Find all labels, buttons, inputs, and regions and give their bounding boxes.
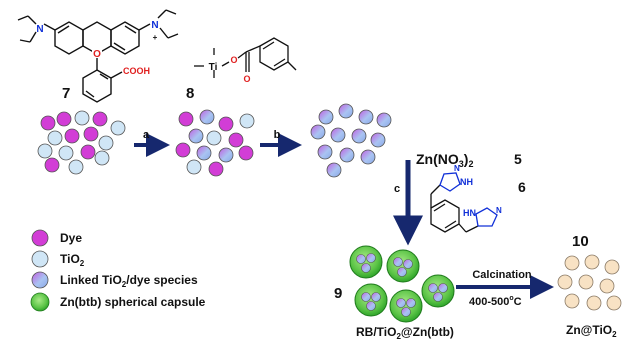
linked-particle xyxy=(376,112,392,128)
step-a-label: a xyxy=(143,129,150,141)
linker-carbonyl-oxygen-label: O xyxy=(243,74,250,84)
capsule-product-label: RB/TiO2@Zn(btb) xyxy=(356,325,454,341)
rhodamine-structure xyxy=(17,9,179,103)
legend-dye-label: Dye xyxy=(60,231,82,245)
tetrazole-hn-label: HN xyxy=(463,208,476,218)
dye-particle xyxy=(218,116,234,132)
dye-particle xyxy=(64,128,80,144)
capsule xyxy=(389,289,423,323)
tio2-particle xyxy=(110,120,126,136)
linked-particle xyxy=(351,128,367,144)
linked-particle xyxy=(188,128,204,144)
tio2-particle xyxy=(206,130,222,146)
linked-particle xyxy=(326,162,342,178)
linked-particle xyxy=(317,144,333,160)
dye-particle xyxy=(238,145,254,161)
compound-6-number: 6 xyxy=(518,179,526,195)
dye-particle xyxy=(56,111,72,127)
tio2-particle xyxy=(58,145,74,161)
legend: Dye TiO2 Linked TiO2/dye species Zn(btb)… xyxy=(30,229,206,312)
left-amine-label: N xyxy=(36,24,43,35)
step-b-label: b xyxy=(274,129,281,141)
particle-cluster-after-a xyxy=(175,109,255,177)
calcination-label: Calcination xyxy=(472,269,532,281)
titanium-linker-structure xyxy=(194,37,297,78)
tio2-particle xyxy=(98,135,114,151)
tio2-particle xyxy=(239,113,255,129)
dye-particle xyxy=(92,111,108,127)
legend-linked-label: Linked TiO2/dye species xyxy=(60,273,198,289)
tetrazole-n2-label: N xyxy=(496,206,502,215)
zn-tio2-particle xyxy=(578,274,594,290)
calcination-temperature: 400-500oC xyxy=(469,295,522,308)
legend-tio2-label: TiO2 xyxy=(60,252,85,268)
iminium-charge-label: + xyxy=(153,33,158,42)
zinc-nitrate-label: Zn(NO3)2 xyxy=(416,151,473,169)
dye-particle xyxy=(178,111,194,127)
dye-particle xyxy=(40,115,56,131)
final-product-label: Zn@TiO2 xyxy=(566,323,617,339)
zn-tio2-particle xyxy=(604,259,620,275)
dye-particle xyxy=(175,142,191,158)
zn-tio2-particle xyxy=(606,295,622,311)
zn-tio2-particle xyxy=(586,295,602,311)
legend-capsule-label: Zn(btb) spherical capsule xyxy=(60,295,206,309)
zn-tio2-particle xyxy=(557,274,573,290)
linked-particle xyxy=(358,109,374,125)
linked-particle xyxy=(360,149,376,165)
tio2-particle xyxy=(37,143,53,159)
linked-particle xyxy=(218,147,234,163)
compound-10-number: 10 xyxy=(572,233,589,250)
linked-particle xyxy=(310,124,326,140)
linked-particle xyxy=(370,132,386,148)
step-c-label: c xyxy=(394,183,400,195)
linker-oxygen-label: O xyxy=(230,55,237,65)
zn-tio2-particle xyxy=(564,293,580,309)
titanium-label: Ti xyxy=(209,62,218,73)
capsule xyxy=(354,283,388,317)
tetrazole-nh-label: NH xyxy=(460,177,473,187)
legend-capsule-swatch xyxy=(30,292,50,312)
dye-particle xyxy=(80,144,96,160)
particle-cluster-after-b xyxy=(310,103,392,178)
ring-oxygen-mask xyxy=(92,47,102,58)
carboxylic-acid-label: COOH xyxy=(123,66,150,76)
capsule xyxy=(421,274,455,308)
dye-particle xyxy=(228,132,244,148)
linked-particle xyxy=(330,127,346,143)
zn-tio2-particle xyxy=(584,254,600,270)
capsule-cluster xyxy=(349,245,455,323)
ring-oxygen-label: O xyxy=(93,49,101,60)
compound-8-number: 8 xyxy=(186,85,194,102)
compound-9-number: 9 xyxy=(334,285,342,302)
compound-5-number: 5 xyxy=(514,151,522,167)
zn-tio2-particles xyxy=(557,254,622,311)
legend-tio2-swatch xyxy=(31,250,49,268)
dye-particle xyxy=(83,126,99,142)
particle-cluster-initial xyxy=(37,110,126,175)
linked-particle xyxy=(196,145,212,161)
linked-particle xyxy=(318,109,334,125)
dye-particle xyxy=(208,161,224,177)
right-iminium-label: N xyxy=(151,20,158,31)
zn-tio2-particle xyxy=(599,278,615,294)
dye-particle xyxy=(44,157,60,173)
capsule xyxy=(349,245,383,279)
linked-particle xyxy=(338,103,354,119)
tio2-particle xyxy=(68,159,84,175)
tio2-particle xyxy=(74,110,90,126)
tio2-particle xyxy=(94,150,110,166)
bis-tetrazole-structure xyxy=(430,172,498,233)
tio2-particle xyxy=(186,159,202,175)
zn-tio2-particle xyxy=(564,255,580,271)
legend-linked-swatch xyxy=(31,271,49,289)
capsule xyxy=(386,249,420,283)
legend-dye-swatch xyxy=(31,229,49,247)
linked-particle xyxy=(339,147,355,163)
tio2-particle xyxy=(47,130,63,146)
compound-7-number: 7 xyxy=(62,85,70,102)
linked-particle xyxy=(199,109,215,125)
tetrazole-n-label: N xyxy=(454,164,460,173)
